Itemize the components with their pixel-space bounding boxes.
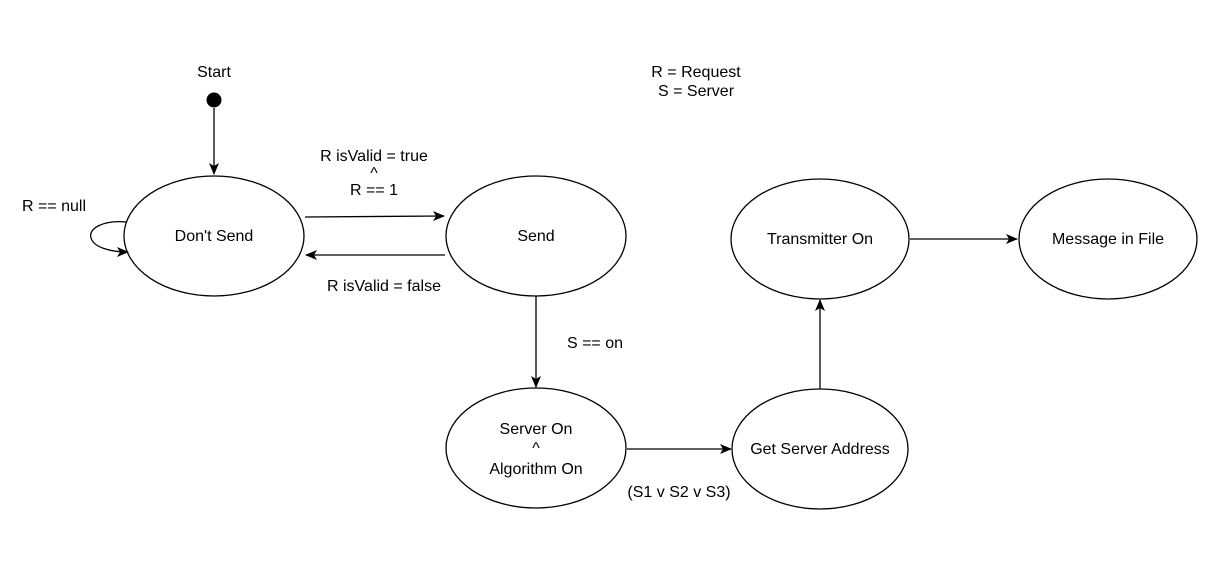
state-send-label: Send	[517, 228, 554, 245]
start-label: Start	[197, 64, 231, 81]
edge-to-address-label: (S1 v S2 v S3)	[627, 484, 730, 501]
start-node	[206, 92, 222, 108]
self-loop-label: R == null	[22, 198, 86, 215]
edge-to-dont-send-label: R isValid = false	[327, 278, 441, 295]
edge-to-send-label-3: R == 1	[350, 182, 398, 199]
state-message-in-file-label: Message in File	[1052, 231, 1164, 248]
state-server-on	[445, 387, 627, 509]
legend-server: S = Server	[658, 83, 735, 100]
state-get-server-address-label: Get Server Address	[750, 441, 890, 458]
edge-to-send-label-1: R isValid = true	[320, 148, 428, 165]
legend-request: R = Request	[651, 64, 741, 81]
state-server-on-label-3: Algorithm On	[489, 461, 582, 478]
state-dont-send	[123, 175, 305, 297]
state-server-on-label-2: ^	[532, 440, 540, 457]
edge-to-send	[304, 211, 445, 222]
state-message-in-file	[1018, 178, 1198, 300]
state-server-on-label-1: Server On	[500, 421, 573, 438]
self-loop-edge	[90, 221, 129, 257]
edge-to-send-label-2: ^	[370, 165, 378, 182]
state-transmitter-on	[730, 178, 910, 300]
state-dont-send-label: Don't Send	[175, 228, 254, 245]
state-transmitter-on-label: Transmitter On	[767, 231, 873, 248]
edge-to-server-on-label: S == on	[567, 335, 623, 352]
